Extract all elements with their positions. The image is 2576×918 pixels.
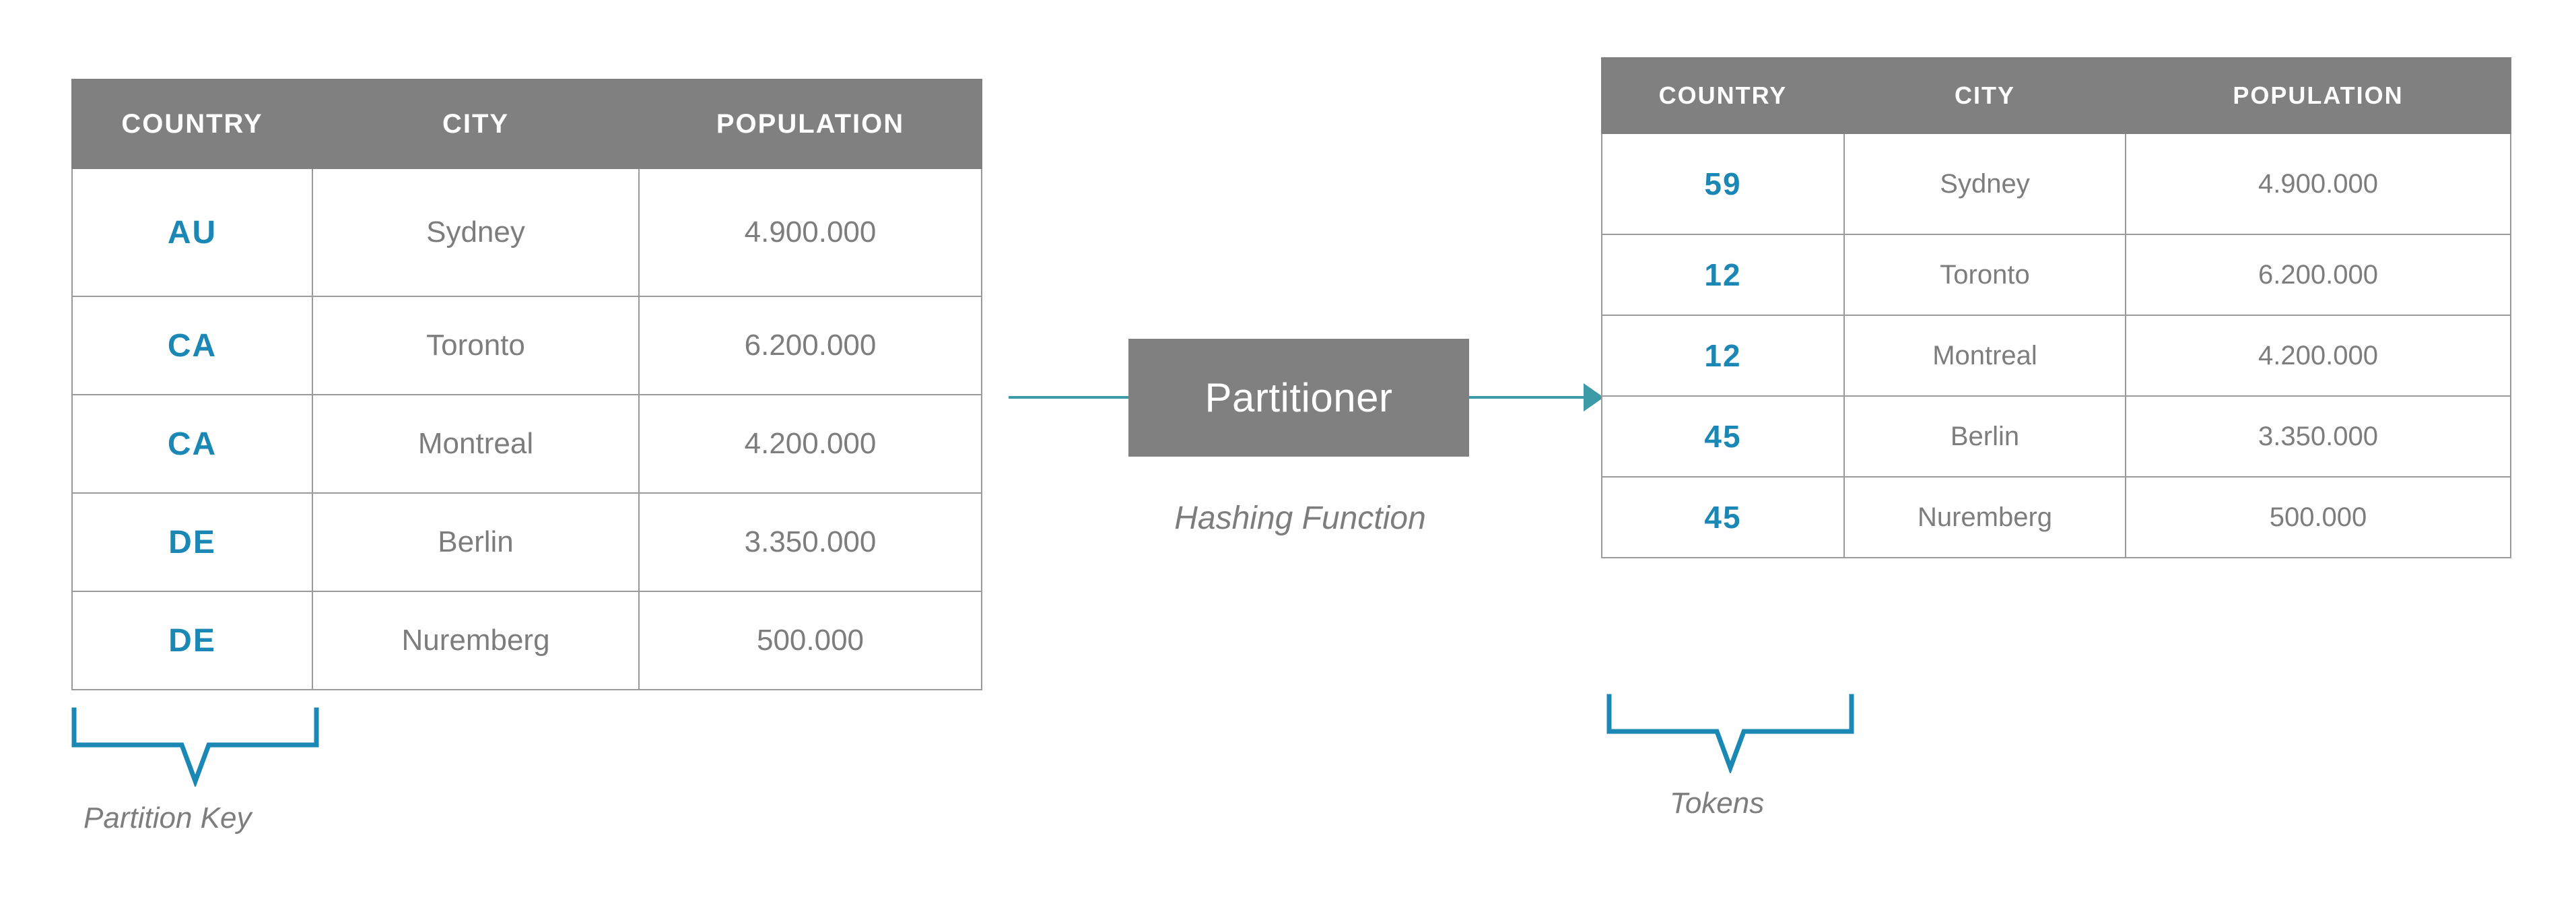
cell-token: 45 bbox=[1601, 395, 1845, 478]
table-left-body: AU Sydney 4.900.000 CA Toronto 6.200.000… bbox=[71, 168, 982, 690]
cell-partition-key: DE bbox=[71, 591, 313, 690]
cell-population: 4.900.000 bbox=[2125, 133, 2511, 235]
cell-token: 45 bbox=[1601, 476, 1845, 558]
arrow-right-icon bbox=[1469, 396, 1590, 399]
table-right-body: 59 Sydney 4.900.000 12 Toronto 6.200.000… bbox=[1601, 133, 2511, 558]
cell-city: Toronto bbox=[312, 296, 640, 395]
cell-population: 500.000 bbox=[638, 591, 982, 690]
table-row: DE Nuremberg 500.000 bbox=[71, 591, 982, 690]
cell-population: 6.200.000 bbox=[2125, 234, 2511, 316]
table-row: 59 Sydney 4.900.000 bbox=[1601, 133, 2511, 235]
partition-key-table: COUNTRY CITY POPULATION AU Sydney 4.900.… bbox=[71, 79, 982, 690]
column-header-city: CITY bbox=[1843, 57, 2126, 134]
partitioner-label: Partitioner bbox=[1205, 375, 1393, 420]
table-row: DE Berlin 3.350.000 bbox=[71, 492, 982, 592]
cell-city: Montreal bbox=[312, 394, 640, 494]
cell-population: 3.350.000 bbox=[2125, 395, 2511, 478]
table-row: 12 Montreal 4.200.000 bbox=[1601, 315, 2511, 397]
cell-population: 4.200.000 bbox=[638, 394, 982, 494]
column-header-city: CITY bbox=[312, 79, 640, 169]
table-left-head: COUNTRY CITY POPULATION bbox=[71, 79, 982, 169]
cell-token: 12 bbox=[1601, 234, 1845, 316]
cell-population: 6.200.000 bbox=[638, 296, 982, 395]
partition-key-brace-icon bbox=[71, 707, 319, 787]
column-header-population: POPULATION bbox=[638, 79, 982, 169]
table-row: AU Sydney 4.900.000 bbox=[71, 168, 982, 297]
table-row: 45 Nuremberg 500.000 bbox=[1601, 476, 2511, 558]
token-table: COUNTRY CITY POPULATION 59 Sydney 4.900.… bbox=[1601, 57, 2511, 558]
cell-token: 12 bbox=[1601, 315, 1845, 397]
partition-key-brace-label: Partition Key bbox=[83, 801, 252, 834]
table-row: CA Montreal 4.200.000 bbox=[71, 394, 982, 494]
table-header-row: COUNTRY CITY POPULATION bbox=[71, 79, 982, 169]
partitioner-box: Partitioner bbox=[1128, 339, 1469, 457]
cell-city: Berlin bbox=[1843, 395, 2126, 478]
column-header-country: COUNTRY bbox=[71, 79, 313, 169]
table-right-head: COUNTRY CITY POPULATION bbox=[1601, 57, 2511, 134]
cell-city: Nuremberg bbox=[1843, 476, 2126, 558]
cell-partition-key: AU bbox=[71, 168, 313, 297]
cell-city: Montreal bbox=[1843, 315, 2126, 397]
cell-population: 3.350.000 bbox=[638, 492, 982, 592]
column-header-country: COUNTRY bbox=[1601, 57, 1845, 134]
arrow-line-icon bbox=[1009, 396, 1130, 399]
arrow-right-head-icon bbox=[1584, 383, 1604, 412]
tokens-brace-icon bbox=[1606, 694, 1854, 773]
column-header-population: POPULATION bbox=[2125, 57, 2511, 134]
cell-token: 59 bbox=[1601, 133, 1845, 235]
cell-partition-key: DE bbox=[71, 492, 313, 592]
cell-city: Berlin bbox=[312, 492, 640, 592]
cell-population: 4.200.000 bbox=[2125, 315, 2511, 397]
cell-city: Sydney bbox=[1843, 133, 2126, 235]
cell-city: Toronto bbox=[1843, 234, 2126, 316]
table-header-row: COUNTRY CITY POPULATION bbox=[1601, 57, 2511, 134]
tokens-brace-label: Tokens bbox=[1670, 787, 1765, 820]
hashing-function-caption: Hashing Function bbox=[1174, 500, 1426, 536]
table-row: 45 Berlin 3.350.000 bbox=[1601, 395, 2511, 478]
table-row: 12 Toronto 6.200.000 bbox=[1601, 234, 2511, 316]
cell-population: 500.000 bbox=[2125, 476, 2511, 558]
cell-city: Nuremberg bbox=[312, 591, 640, 690]
cell-partition-key: CA bbox=[71, 296, 313, 395]
cell-partition-key: CA bbox=[71, 394, 313, 494]
table-row: CA Toronto 6.200.000 bbox=[71, 296, 982, 395]
cell-population: 4.900.000 bbox=[638, 168, 982, 297]
cell-city: Sydney bbox=[312, 168, 640, 297]
